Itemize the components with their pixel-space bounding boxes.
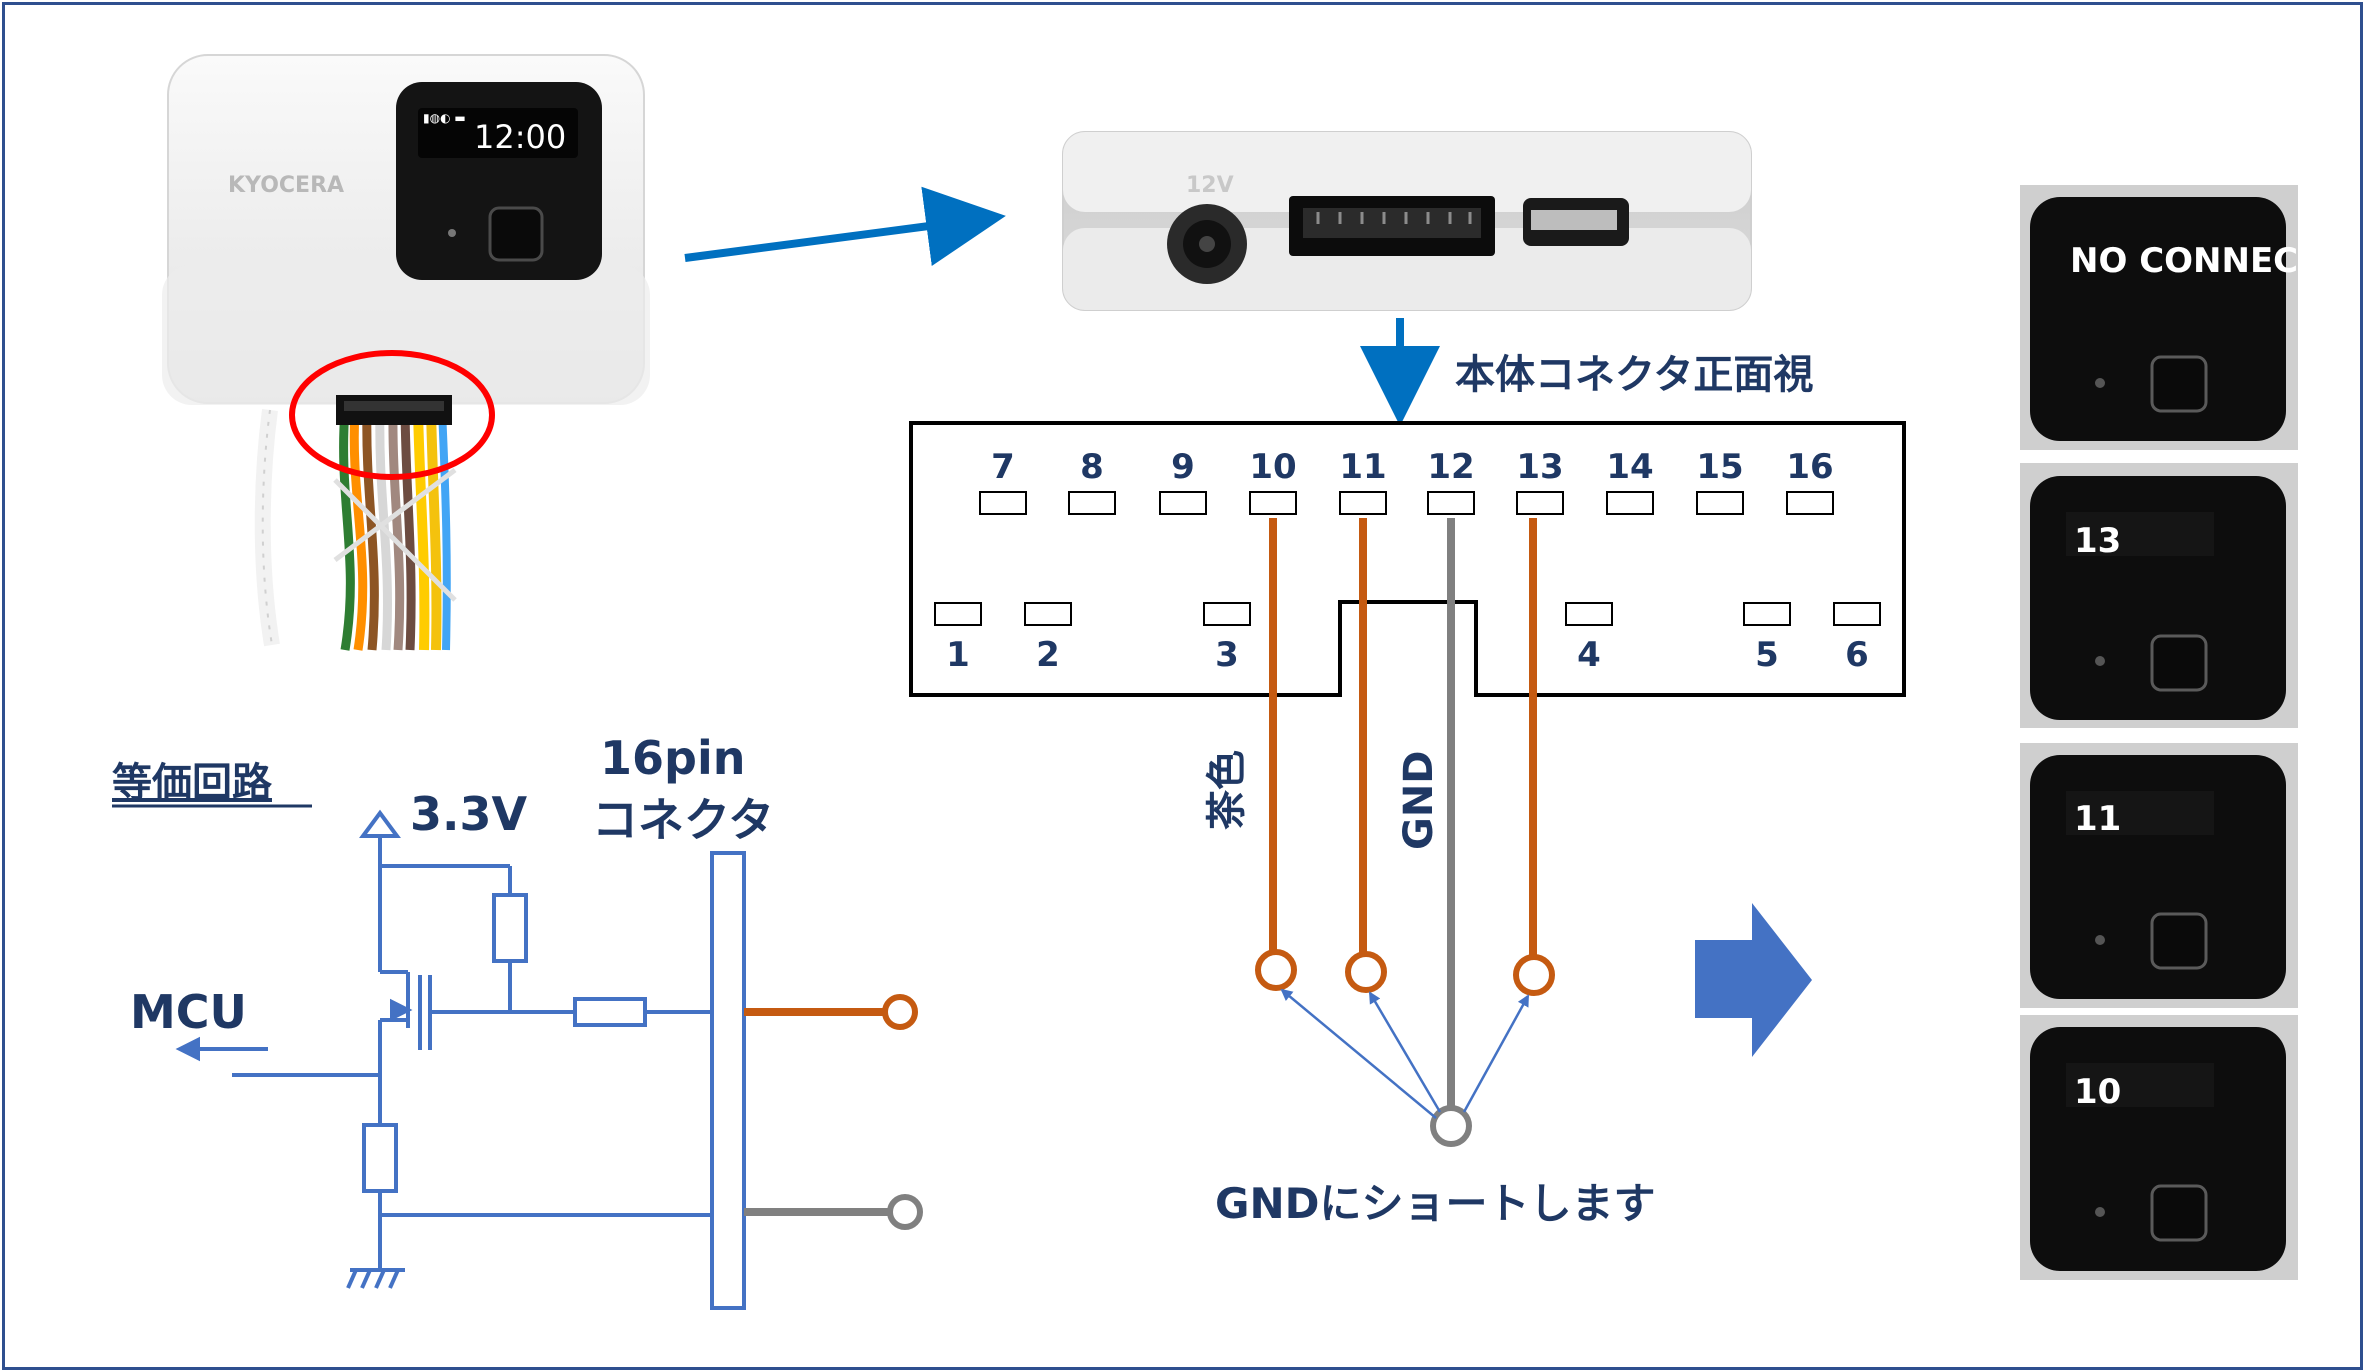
screen-panels: NO CONNECT 13 11 10 <box>2020 185 2322 1280</box>
device-photo: KYOCERA ▮◍◐ ▬ 12:00 <box>162 54 650 651</box>
gnd-wire-label: GND <box>1396 750 1442 850</box>
pin-label: 4 <box>1577 635 1601 675</box>
power-label: 12V <box>1186 173 1234 198</box>
terminal-pin13 <box>1513 954 1555 996</box>
device-brand: KYOCERA <box>228 173 344 198</box>
svg-text:▮◍◐ ▬: ▮◍◐ ▬ <box>423 111 466 125</box>
screen-panel <box>2030 197 2286 441</box>
pin-label: 10 <box>1249 447 1296 487</box>
pin-label: 12 <box>1427 447 1474 487</box>
connector-top-pins <box>979 491 1834 515</box>
pin-label: 2 <box>1036 635 1060 675</box>
terminal-gnd <box>1430 1105 1472 1147</box>
screen-text: 10 <box>2074 1072 2121 1112</box>
device-cables <box>254 408 457 651</box>
pin-label: 16 <box>1786 447 1833 487</box>
device-clock: 12:00 <box>474 118 566 156</box>
equivalent-circuit <box>175 809 746 1310</box>
pin-label: 9 <box>1171 447 1195 487</box>
vcc-symbol <box>359 809 401 838</box>
connector-bottom-pins <box>934 602 1881 626</box>
pin-label: 14 <box>1606 447 1653 487</box>
brown-wire-label: 茶色 <box>1204 750 1250 830</box>
terminal-pin11 <box>1345 951 1387 993</box>
short-note: GNDにショートします <box>1215 1179 1656 1228</box>
zoom-arrow <box>684 186 1006 266</box>
terminal-pin10 <box>1255 949 1297 991</box>
screen-text: 11 <box>2074 799 2121 839</box>
mcu-label: MCU <box>130 985 247 1039</box>
mcu-arrow <box>175 1036 200 1062</box>
wires <box>1255 518 1555 1147</box>
pin-label: 3 <box>1215 635 1239 675</box>
series-resistor <box>573 997 647 1027</box>
pin-label: 8 <box>1080 447 1104 487</box>
pin-label: 11 <box>1339 447 1386 487</box>
pullup-resistor <box>492 893 528 963</box>
circuit-brown-terminal <box>882 994 918 1030</box>
pulldown-resistor <box>362 1123 398 1193</box>
connector-front-view: 7 8 9 10 11 12 13 14 15 16 1 2 3 4 5 6 <box>909 421 1906 697</box>
connector-title: 本体コネクタ正面視 <box>1455 352 1813 398</box>
circuit-gnd-terminal <box>887 1194 923 1230</box>
screen-text: 13 <box>2074 521 2121 561</box>
connector-highlight-ellipse <box>289 350 495 480</box>
screen-text: NO CONNECT <box>2070 241 2322 281</box>
pin-label: 7 <box>991 447 1015 487</box>
vcc-label: 3.3V <box>410 787 527 841</box>
pin-label: 6 <box>1845 635 1869 675</box>
circuit-title: 等価回路 <box>112 760 273 806</box>
device-back-view: 12V <box>1062 131 1752 311</box>
pin-label: 1 <box>946 635 970 675</box>
pin-label: 15 <box>1696 447 1743 487</box>
device-button <box>488 206 544 262</box>
connector-label-line1: 16pin <box>600 731 745 785</box>
pin-label: 13 <box>1516 447 1563 487</box>
connector-label-line2: コネクタ <box>592 793 774 847</box>
result-arrow <box>1695 903 1812 1057</box>
pin-label: 5 <box>1755 635 1779 675</box>
connector-bar <box>710 851 746 1310</box>
